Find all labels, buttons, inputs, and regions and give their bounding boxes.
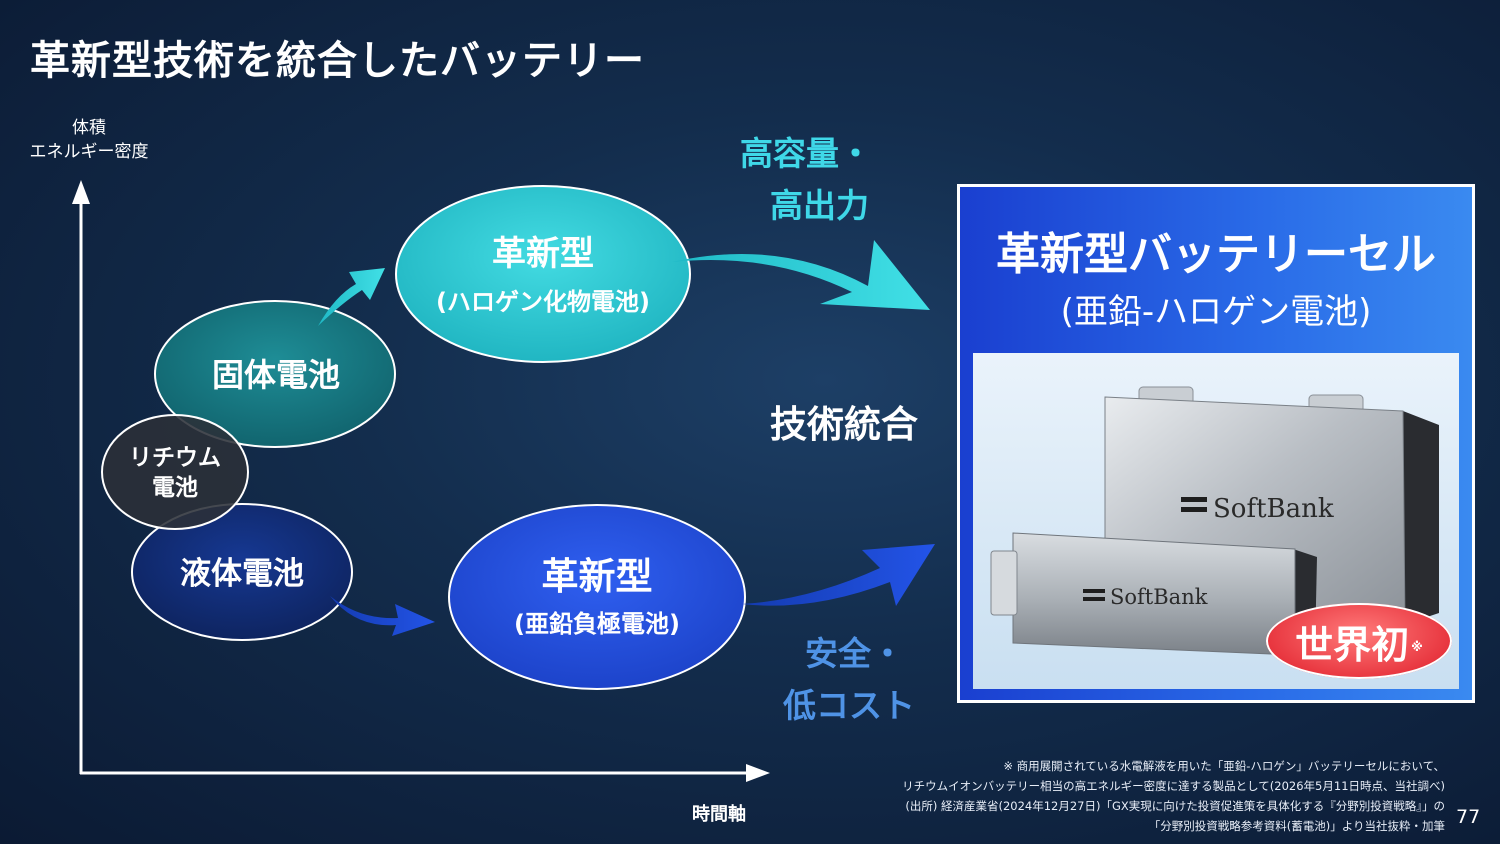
capacity-label-line1: 高容量・: [740, 134, 872, 173]
liquid-battery-ellipse: [131, 503, 353, 641]
integration-label: 技術統合: [770, 403, 918, 446]
battery-product-image: SoftBank SoftBank: [973, 353, 1459, 689]
world-first-note-mark: ※: [1411, 640, 1423, 654]
zinc-battery-ellipse: [448, 504, 746, 690]
battery-cell-title: 革新型バッテリーセル: [996, 229, 1436, 280]
battery-product-illustration: [990, 386, 1439, 656]
brand-text-small: SoftBank: [1110, 585, 1208, 609]
safety-cost-label: 安全・ 低コスト: [783, 628, 953, 732]
page-number: 77: [1456, 806, 1481, 828]
halogen-battery-title: 革新型: [492, 234, 594, 274]
x-axis-arrowhead: [746, 764, 770, 782]
capacity-label-line2: 高出力: [770, 186, 869, 225]
solid-battery-ellipse: [154, 300, 396, 448]
lithium-battery-ellipse: [101, 414, 249, 530]
world-first-badge: 世界初※: [1266, 603, 1452, 679]
halogen-to-cell-arrow: [672, 240, 930, 310]
safety-label-line2: 低コスト: [783, 686, 915, 725]
zinc-to-cell-arrow: [742, 544, 935, 606]
page-title: 革新型技術を統合したバッテリー: [30, 38, 645, 84]
brand-text-large: SoftBank: [1213, 494, 1334, 524]
footnote-line: (出所) 経済産業省(2024年12月27日)「GX実現に向けた投資促進策を具体…: [905, 799, 1445, 813]
solid-to-halogen-arrow: [318, 268, 385, 326]
softbank-logo-small: [1083, 589, 1105, 601]
y-axis-label: 体積 エネルギー密度: [14, 116, 164, 164]
y-axis-label-line2: エネルギー密度: [29, 142, 149, 162]
x-axis-label: 時間軸: [692, 804, 746, 825]
x-axis: [80, 764, 770, 782]
battery-cell-subtitle: (亜鉛-ハロゲン電池): [1060, 292, 1372, 332]
lithium-battery-label: リチウム 電池: [103, 443, 247, 503]
safety-label-line1: 安全・: [805, 634, 904, 673]
world-first-text: 世界初: [1295, 622, 1410, 667]
footnote-line: 「分野別投資戦略参考資料(蓄電池)」より当社抜粋・加筆: [1148, 819, 1445, 833]
liquid-battery-label: 液体電池: [180, 556, 304, 592]
zinc-battery-subtitle: (亜鉛負極電池): [514, 610, 680, 638]
zinc-battery-title: 革新型: [541, 555, 653, 598]
y-axis: [72, 180, 90, 774]
footnotes: ※ 商用展開されている水電解液を用いた「亜鉛-ハロゲン」バッテリーセルにおいて、…: [830, 756, 1445, 836]
footnote-line: ※ 商用展開されている水電解液を用いた「亜鉛-ハロゲン」バッテリーセルにおいて、: [1003, 759, 1445, 773]
capacity-output-label: 高容量・ 高出力: [740, 128, 904, 232]
footnote-line: リチウムイオンバッテリー相当の高エネルギー密度に達する製品として(2026年5月…: [902, 779, 1445, 793]
lithium-label-line2: 電池: [152, 475, 198, 501]
y-axis-arrowhead: [72, 180, 90, 204]
y-axis-label-line1: 体積: [72, 118, 106, 138]
softbank-logo-large: [1181, 497, 1207, 512]
solid-battery-label: 固体電池: [211, 356, 340, 394]
liquid-to-zinc-arrow: [330, 596, 435, 636]
lithium-label-line1: リチウム: [129, 445, 221, 471]
halogen-battery-subtitle: (ハロゲン化物電池): [436, 288, 650, 316]
halogen-battery-ellipse: [395, 185, 691, 363]
